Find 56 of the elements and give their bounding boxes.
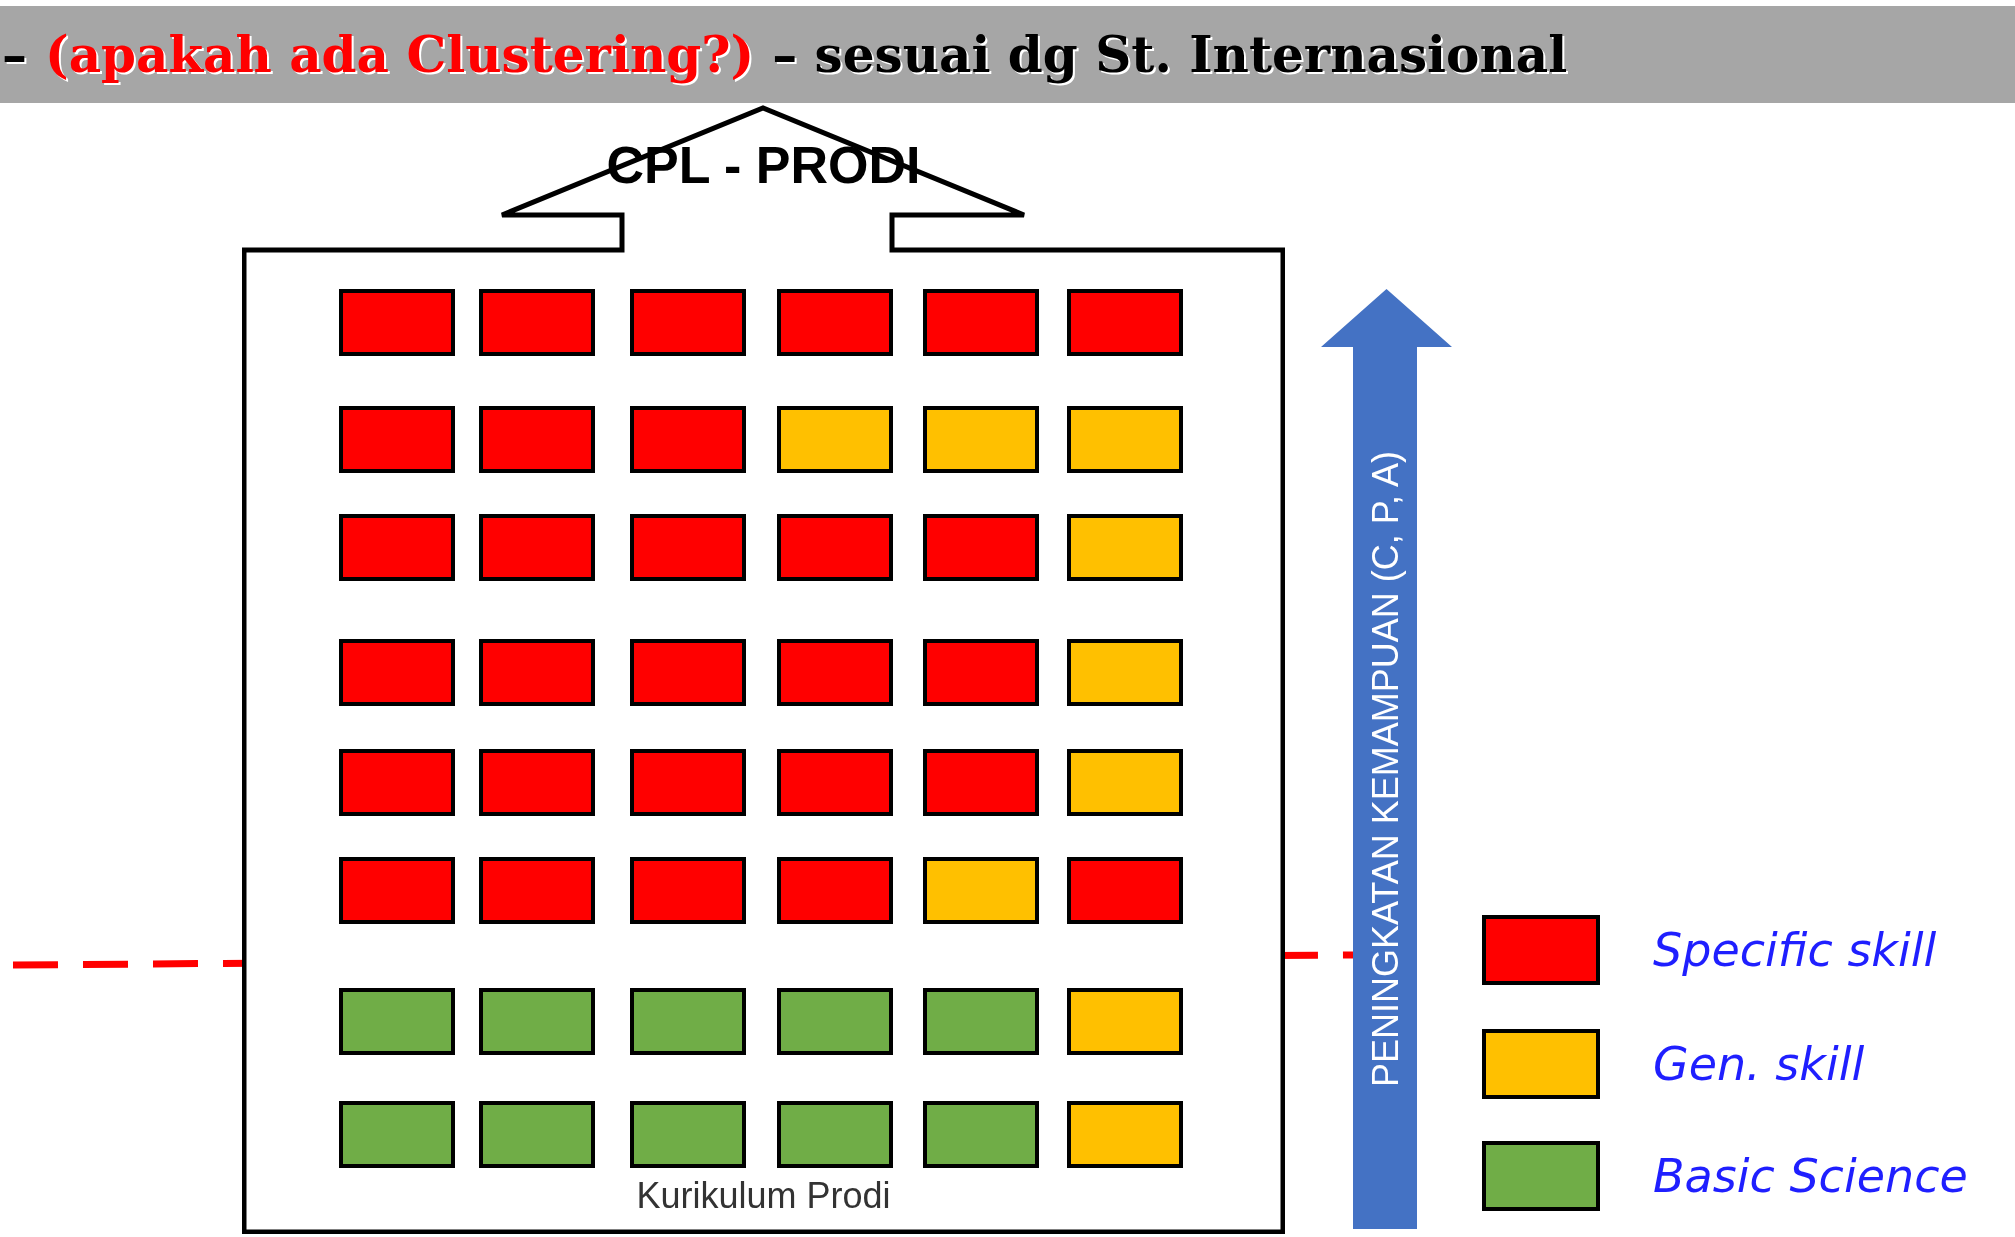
course-block <box>479 639 595 706</box>
course-block <box>1067 857 1183 924</box>
course-block <box>630 639 746 706</box>
course-block <box>777 289 893 356</box>
course-block <box>923 749 1039 816</box>
course-block <box>479 514 595 581</box>
legend-label: Basic Science <box>1653 1149 1968 1203</box>
course-block <box>1067 289 1183 356</box>
course-block <box>339 988 455 1055</box>
course-block <box>1067 514 1183 581</box>
course-block <box>339 749 455 816</box>
course-block <box>923 857 1039 924</box>
course-block <box>923 1101 1039 1168</box>
course-block <box>777 406 893 473</box>
legend-label: Gen. skill <box>1653 1037 1865 1091</box>
course-block <box>630 1101 746 1168</box>
course-block <box>339 514 455 581</box>
course-block <box>479 289 595 356</box>
course-block <box>479 1101 595 1168</box>
course-block <box>630 289 746 356</box>
course-block <box>630 749 746 816</box>
box-caption: Kurikulum Prodi <box>636 1175 891 1216</box>
course-block <box>923 639 1039 706</box>
heading-text: – sesuai dg St. Internasional <box>772 25 1568 84</box>
course-block <box>630 988 746 1055</box>
heading-text: – <box>2 25 27 84</box>
course-block <box>1067 1101 1183 1168</box>
course-block <box>777 1101 893 1168</box>
course-block <box>630 514 746 581</box>
legend-label: Specific skill <box>1653 923 1937 977</box>
course-block <box>1067 639 1183 706</box>
course-block <box>923 406 1039 473</box>
course-block <box>923 289 1039 356</box>
course-block <box>1067 406 1183 473</box>
heading-text: (apakah ada Clustering?) <box>45 25 755 84</box>
course-block <box>777 749 893 816</box>
course-block <box>339 857 455 924</box>
course-block <box>777 988 893 1055</box>
course-block <box>1067 988 1183 1055</box>
course-block <box>339 639 455 706</box>
arrow-label: PENINGKATAN KEMAMPUAN (C, P, A) <box>1365 450 1407 1088</box>
course-block <box>923 988 1039 1055</box>
course-block <box>777 857 893 924</box>
course-block <box>630 857 746 924</box>
course-block <box>630 406 746 473</box>
course-block <box>777 514 893 581</box>
course-block <box>777 639 893 706</box>
course-block <box>339 289 455 356</box>
course-block <box>339 1101 455 1168</box>
course-block <box>479 406 595 473</box>
course-block <box>1067 749 1183 816</box>
course-block <box>479 749 595 816</box>
course-block <box>923 514 1039 581</box>
course-block <box>479 988 595 1055</box>
course-block <box>479 857 595 924</box>
course-block <box>339 406 455 473</box>
